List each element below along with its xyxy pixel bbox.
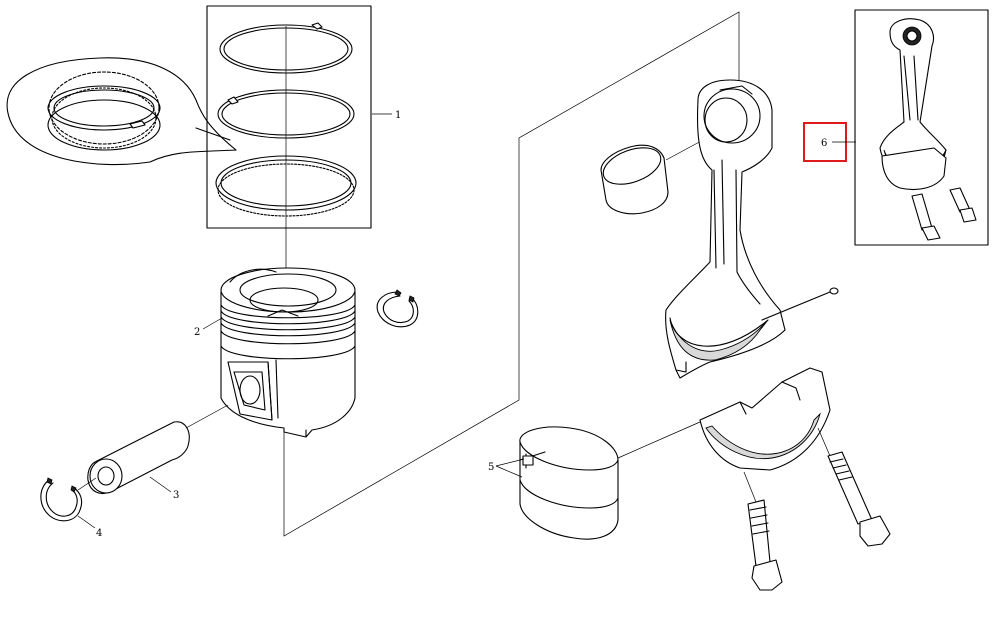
callout-1: 1	[372, 110, 401, 121]
snap-ring-right[interactable]	[376, 289, 419, 328]
callout-3: 3	[149, 476, 179, 501]
callout-2-label: 2	[194, 327, 200, 338]
oil-ring-detail-bubble	[6, 57, 237, 166]
callout-3-label: 3	[173, 490, 179, 501]
rod-cap-and-bolts[interactable]	[699, 367, 891, 591]
callout-4: 4	[77, 515, 102, 539]
piston-pin[interactable]	[87, 404, 229, 495]
piston-ring-set[interactable]	[206, 5, 372, 300]
callout-1-label: 1	[395, 110, 401, 121]
callout-5: 5	[488, 458, 525, 478]
callout-4-label: 4	[96, 528, 102, 539]
piston[interactable]	[220, 267, 356, 438]
callout-6-label: 6	[821, 138, 827, 149]
callout-2: 2	[194, 317, 223, 338]
snap-ring-left[interactable]	[40, 477, 97, 522]
callout-5-label: 5	[488, 462, 494, 473]
bearing-shells[interactable]	[519, 421, 701, 540]
connecting-rod[interactable]	[598, 79, 839, 379]
callout-6[interactable]: 6	[803, 122, 856, 162]
assembled-rod-inset[interactable]	[854, 9, 989, 246]
